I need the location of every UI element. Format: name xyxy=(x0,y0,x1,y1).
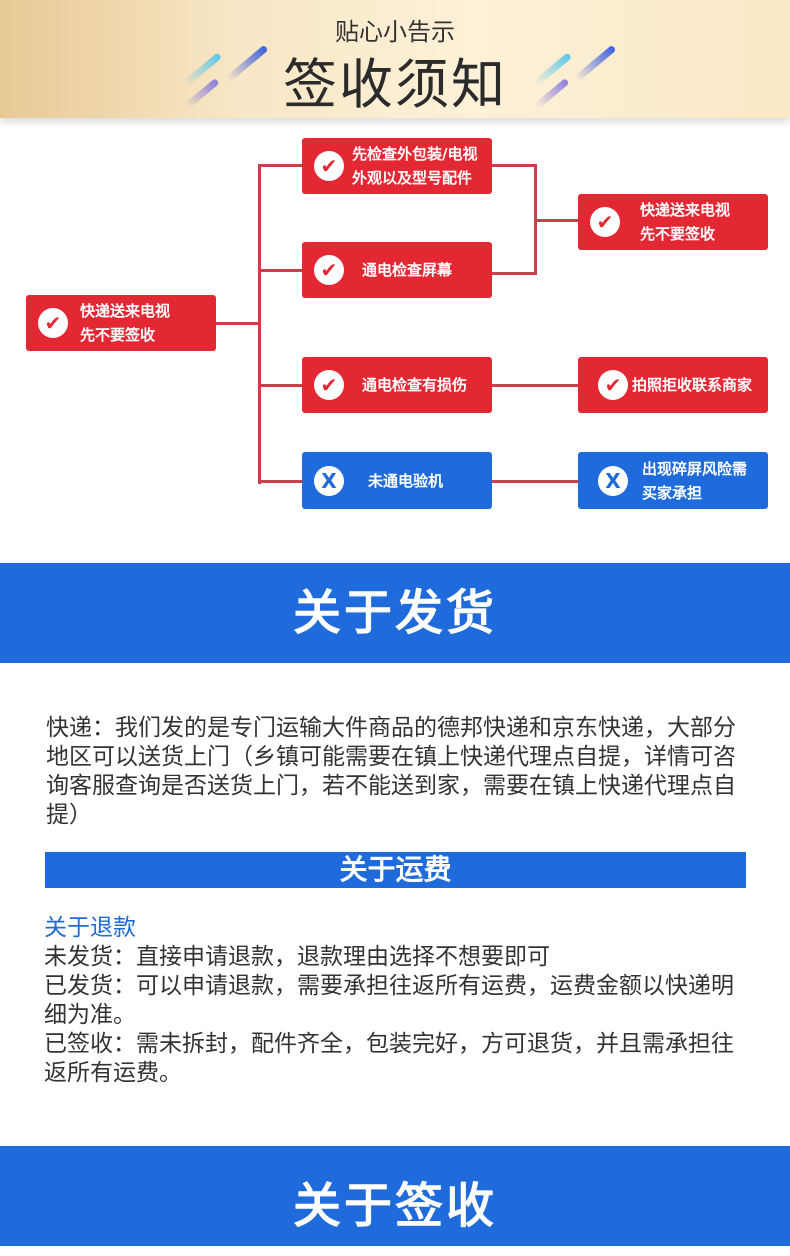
refund-line: 已发货：可以申请退款，需要承担往返所有运费，运费金额以快递明细为准。 xyxy=(44,973,734,1028)
flow-no-sign: ✔ 快递送来电视先不要签收 xyxy=(578,194,768,250)
flow-no-test: X 未通电验机 xyxy=(302,452,492,509)
notice-header: 贴心小告示 签收须知 xyxy=(0,0,790,118)
flow-text: 出现碎屏风险需 xyxy=(642,459,748,478)
refund-section: 关于退款 未发货：直接申请退款，退款理由选择不想要即可 已发货：可以申请退款，需… xyxy=(44,914,754,1088)
sign-banner: 关于签收 xyxy=(0,1146,790,1246)
header-subtitle: 贴心小告示 xyxy=(335,18,455,46)
flow-text: 通电检查屏幕 xyxy=(362,261,453,279)
connector xyxy=(258,384,302,387)
flow-text: 先检查外包装/电视 xyxy=(352,145,478,163)
check-icon: ✔ xyxy=(314,255,344,285)
shipping-banner: 关于发货 xyxy=(0,563,790,663)
flow-text: 买家承担 xyxy=(642,483,703,502)
flow-text: 拍照拒收联系商家 xyxy=(632,376,753,394)
connector xyxy=(492,272,537,275)
connector xyxy=(258,164,261,484)
flow-text: 快递送来电视 xyxy=(80,302,171,320)
flow-check-screen: ✔ 通电检查屏幕 xyxy=(302,242,492,298)
connector xyxy=(215,322,260,325)
connector xyxy=(492,164,537,167)
x-icon: X xyxy=(598,465,628,496)
shipping-text: 快递：我们发的是专门运输大件商品的德邦快递和京东快递，大部分地区可以送货上门（乡… xyxy=(46,715,736,828)
connector xyxy=(258,164,302,167)
check-icon: ✔ xyxy=(590,207,620,237)
flow-check-damage: ✔ 通电检查有损伤 xyxy=(302,357,492,413)
refund-title: 关于退款 xyxy=(44,915,136,941)
flow-root: ✔ 快递送来电视先不要签收 xyxy=(26,295,216,351)
flow-text: 先不要签收 xyxy=(80,326,156,344)
check-icon: ✔ xyxy=(314,151,344,181)
flow-text: 外观以及型号配件 xyxy=(352,169,473,187)
flow-text: 通电检查有损伤 xyxy=(362,376,468,394)
freight-banner: 关于运费 xyxy=(45,852,746,888)
check-icon: ✔ xyxy=(38,308,68,338)
header-title: 签收须知 xyxy=(283,53,507,116)
flow-buyer-risk: X 出现碎屏风险需买家承担 xyxy=(578,452,768,509)
flow-text: 未通电验机 xyxy=(368,471,444,490)
check-icon: ✔ xyxy=(598,370,628,400)
flow-text: 快递送来电视 xyxy=(640,201,731,219)
connector xyxy=(534,219,578,222)
refund-line: 未发货：直接申请退款，退款理由选择不想要即可 xyxy=(44,944,550,970)
connector xyxy=(492,384,578,387)
x-icon: X xyxy=(314,465,344,496)
flow-text: 先不要签收 xyxy=(640,225,716,243)
check-icon: ✔ xyxy=(314,370,344,400)
flow-check-package: ✔ 先检查外包装/电视外观以及型号配件 xyxy=(302,138,492,194)
connector xyxy=(258,269,302,272)
flow-reject: ✔ 拍照拒收联系商家 xyxy=(578,357,768,413)
connector xyxy=(492,480,578,483)
refund-line: 已签收：需未拆封，配件齐全，包装完好，方可退货，并且需承担往返所有运费。 xyxy=(44,1031,734,1086)
connector xyxy=(258,480,302,483)
